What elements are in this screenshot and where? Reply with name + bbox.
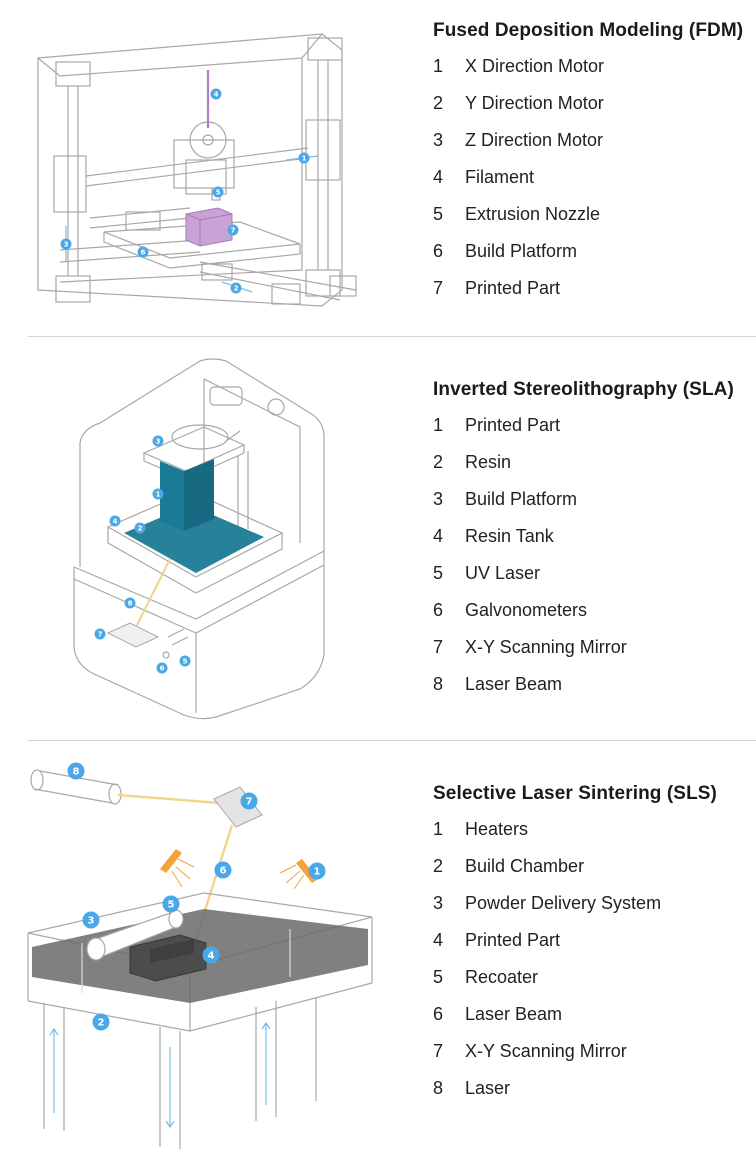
svg-text:6: 6 (220, 866, 227, 877)
svg-text:7: 7 (246, 797, 253, 808)
svg-text:1: 1 (314, 867, 321, 878)
svg-text:5: 5 (183, 658, 188, 666)
svg-text:2: 2 (138, 525, 143, 533)
svg-text:5: 5 (216, 189, 221, 197)
sls-printer-illustration: 1 2 3 4 5 6 7 8 (27, 762, 373, 1149)
svg-text:1: 1 (302, 155, 307, 163)
svg-text:8: 8 (128, 600, 133, 608)
section-divider (28, 740, 756, 741)
svg-text:2: 2 (98, 1018, 105, 1029)
sla-title: Inverted Stereolithography (SLA) (433, 379, 734, 400)
fdm-title: Fused Deposition Modeling (FDM) (433, 20, 744, 41)
sls-markers: 1 2 3 4 5 6 7 8 (67, 762, 326, 1031)
sla-printed-part (160, 459, 214, 531)
sla-printer-illustration: 1 2 3 4 5 6 7 8 (73, 358, 325, 720)
svg-text:3: 3 (156, 438, 161, 446)
sls-title: Selective Laser Sintering (SLS) (433, 783, 717, 804)
svg-text:7: 7 (231, 227, 236, 235)
fdm-markers: 1 2 3 4 5 6 7 (60, 88, 310, 294)
svg-text:6: 6 (141, 249, 146, 257)
sls-printed-part (129, 934, 207, 982)
svg-text:1: 1 (156, 491, 161, 499)
fdm-printer-illustration: 1 2 3 4 5 6 7 (37, 33, 357, 307)
svg-text:6: 6 (160, 665, 165, 673)
svg-text:7: 7 (98, 631, 103, 639)
sls-heaters (160, 849, 318, 890)
svg-text:5: 5 (168, 900, 175, 911)
svg-text:8: 8 (73, 767, 80, 778)
section-divider (28, 336, 756, 337)
fdm-printed-part (185, 207, 233, 247)
svg-text:4: 4 (208, 951, 215, 962)
svg-text:2: 2 (234, 285, 239, 293)
svg-text:4: 4 (113, 518, 118, 526)
sla-resin (124, 505, 264, 573)
sls-section: 1 2 3 4 5 6 7 8 Selective Laser Sinterin… (0, 741, 756, 1166)
sla-markers: 1 2 3 4 5 6 7 8 (94, 435, 191, 674)
svg-text:4: 4 (214, 91, 219, 99)
fdm-section: 1 2 3 4 5 6 7 Fused Deposition Modeling … (0, 0, 756, 336)
svg-text:3: 3 (88, 916, 95, 927)
svg-text:3: 3 (64, 241, 69, 249)
sla-section: 1 2 3 4 5 6 7 8 Inverted Stereolithograp… (0, 337, 756, 740)
